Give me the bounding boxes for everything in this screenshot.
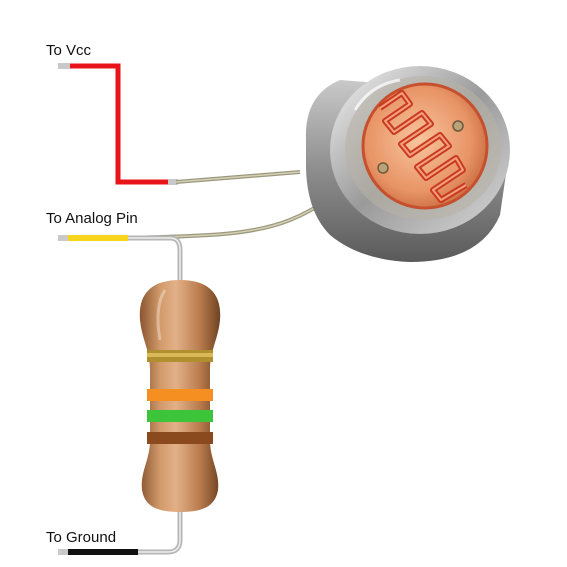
resistor-bottom-lead [138,512,183,555]
ground-wire [58,549,138,555]
resistor-band-3 [147,410,213,422]
ground-label: To Ground [46,529,117,546]
analog-pin-label: To Analog Pin [46,210,138,227]
vcc-wire [58,63,178,185]
ldr-icon [305,66,510,262]
resistor-band-2 [147,389,213,401]
analog-wire [58,235,128,241]
resistor-icon [139,280,221,512]
vcc-label: To Vcc [46,42,92,59]
resistor-band-4 [147,432,213,444]
